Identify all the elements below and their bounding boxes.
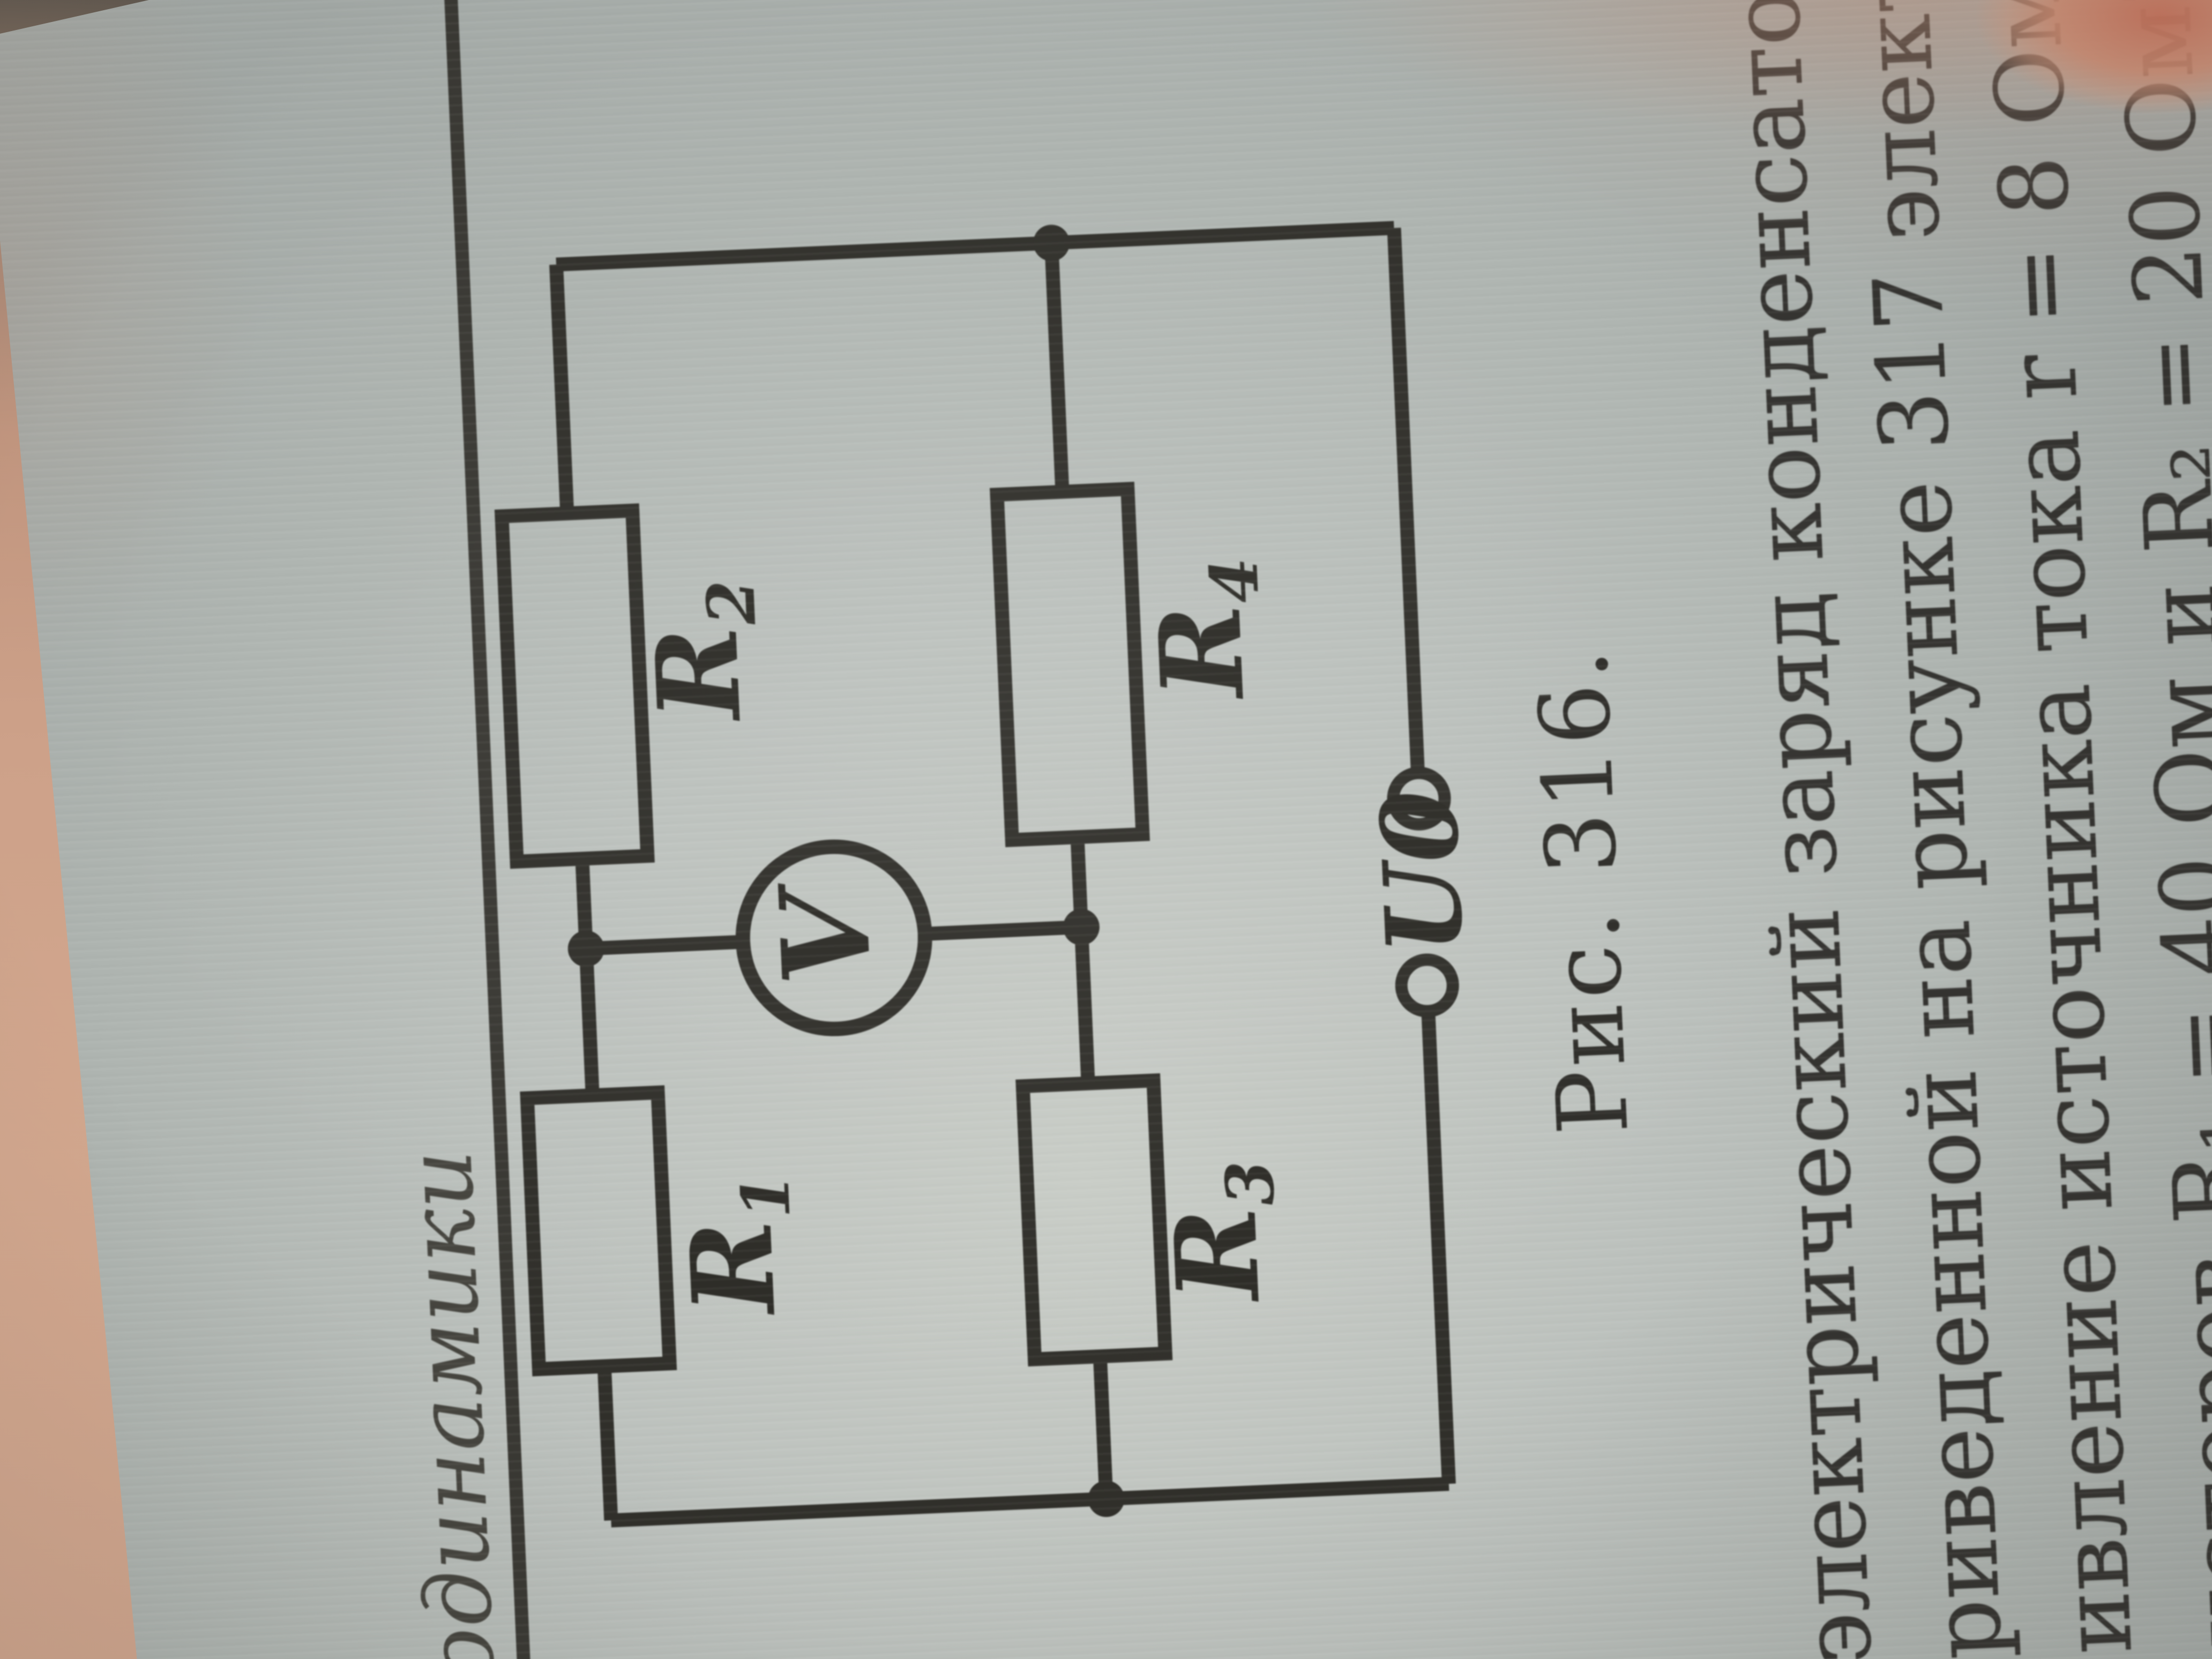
wire-right-side [556,228,1394,264]
wire-mid-middle [1078,837,1088,1083]
figure-caption: Рис. 316. [1517,644,1650,1137]
source-label-sub: 0 [1357,787,1483,866]
resistor-label-r1-sub: 1 [726,1171,805,1221]
resistor-box-r2 [502,511,647,862]
resistor-label-r2: R2 [638,578,769,722]
resistor-label-r3-sub: 3 [1210,1159,1290,1208]
resistor-label-r4-base: R [1133,601,1270,701]
terminal-circle-left [1400,959,1454,1012]
resistor-label-r2-base: R [630,623,767,723]
source-label-base: U [1360,860,1487,957]
resistor-label-r3: R3 [1157,1159,1288,1303]
junction-dot-center [1062,908,1100,946]
junction-dot-top [567,930,605,968]
wire-bottom-left [1428,1011,1449,1484]
resistor-label-r2-sub: 2 [692,578,771,627]
wire-top-right [556,265,567,514]
wire-bridge-upper [586,942,743,949]
voltmeter-label: V [753,888,900,988]
resistor-label-r4-sub: 4 [1195,556,1274,605]
resistor-box-r3 [1023,1080,1165,1359]
source-label: U0 [1368,827,1478,956]
resistor-label-r1-base: R [664,1217,801,1317]
wire-bottom-right [1394,228,1418,773]
resistor-box-r4 [997,489,1143,840]
wire-top-left [604,1366,611,1521]
resistor-label-r1: R1 [673,1172,804,1316]
resistor-label-r3-base: R [1149,1204,1286,1304]
junction-dot-mid-left [1087,1480,1125,1518]
resistor-label-r4: R4 [1141,556,1272,700]
junction-dot-mid-right [1033,224,1071,262]
resistor-box-r1 [527,1093,670,1369]
wire-top-middle [582,859,592,1096]
wire-bridge-lower [925,927,1081,934]
wire-mid-left [1100,1356,1107,1499]
wire-left-side [611,1484,1449,1520]
wire-mid-right [1051,243,1062,492]
